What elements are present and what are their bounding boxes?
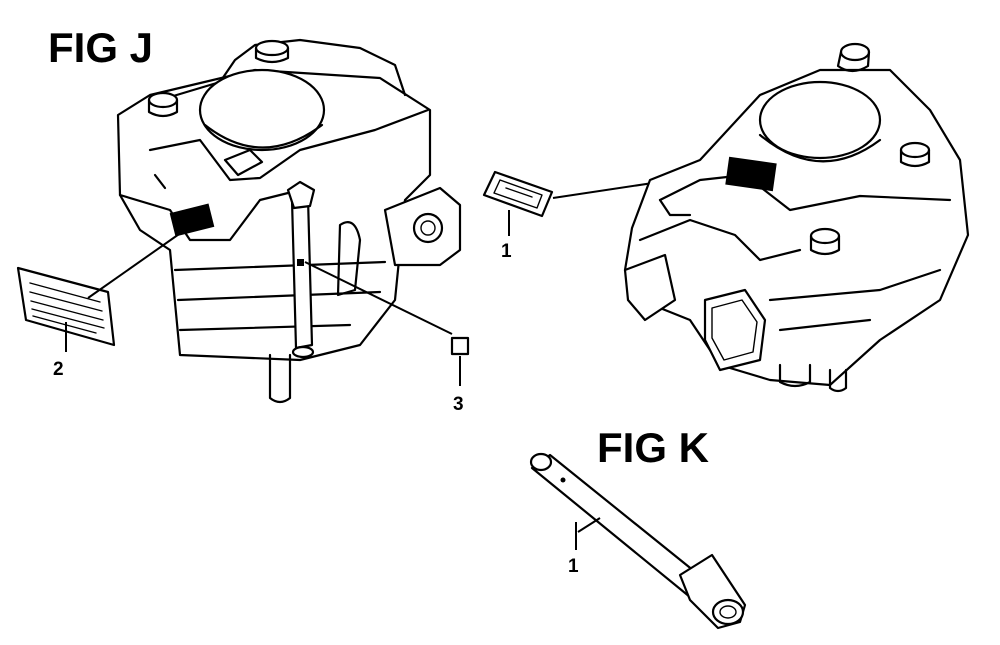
fig-j-title: FIG J (48, 24, 153, 71)
callout-3: 3 (453, 394, 464, 415)
leader-line-3 (304, 261, 453, 335)
leader-line-k1 (577, 517, 601, 533)
tool-wrench-drawing (529, 452, 747, 630)
leader-line-2 (87, 231, 183, 299)
label-part-3 (450, 336, 470, 356)
engine-right-drawing (623, 42, 970, 393)
callout-2: 2 (53, 359, 64, 380)
callout-k1: 1 (568, 556, 579, 577)
engine-label-mark (169, 203, 215, 237)
callout-1-badge: 1 (501, 241, 512, 262)
engine-right-label-mark (725, 156, 777, 192)
label-part-1-badge (482, 170, 554, 218)
tube-label-mark (297, 259, 304, 266)
fig-k-title: FIG K (597, 424, 709, 471)
engine-left-drawing (116, 38, 462, 404)
label-part-2 (16, 266, 116, 347)
